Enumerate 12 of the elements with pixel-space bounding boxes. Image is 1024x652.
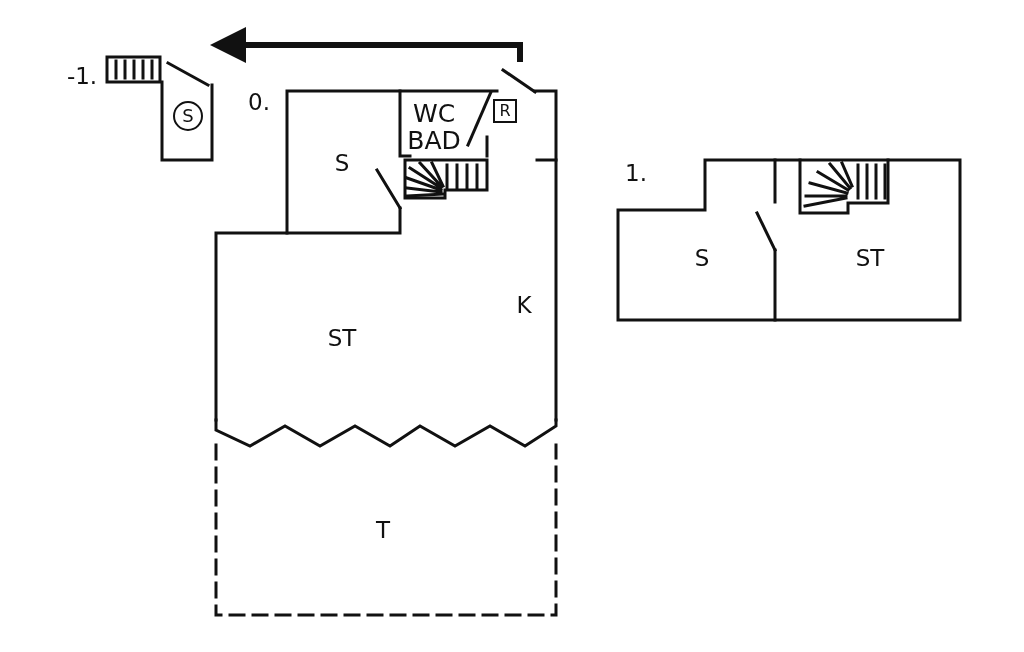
room-label: ST (327, 324, 357, 352)
room-label: ST (855, 244, 885, 272)
room-label: K (516, 291, 532, 319)
room-label: WC BAD (406, 100, 462, 154)
room-label: T (375, 516, 391, 544)
symbol-marker: S (173, 101, 203, 131)
level-label: 0. (248, 88, 270, 116)
symbol-marker: R (493, 99, 517, 123)
level-label: 1. (625, 159, 647, 187)
room-label: S (694, 244, 710, 272)
level-label: -1. (66, 62, 98, 90)
room-label: S (334, 149, 350, 177)
